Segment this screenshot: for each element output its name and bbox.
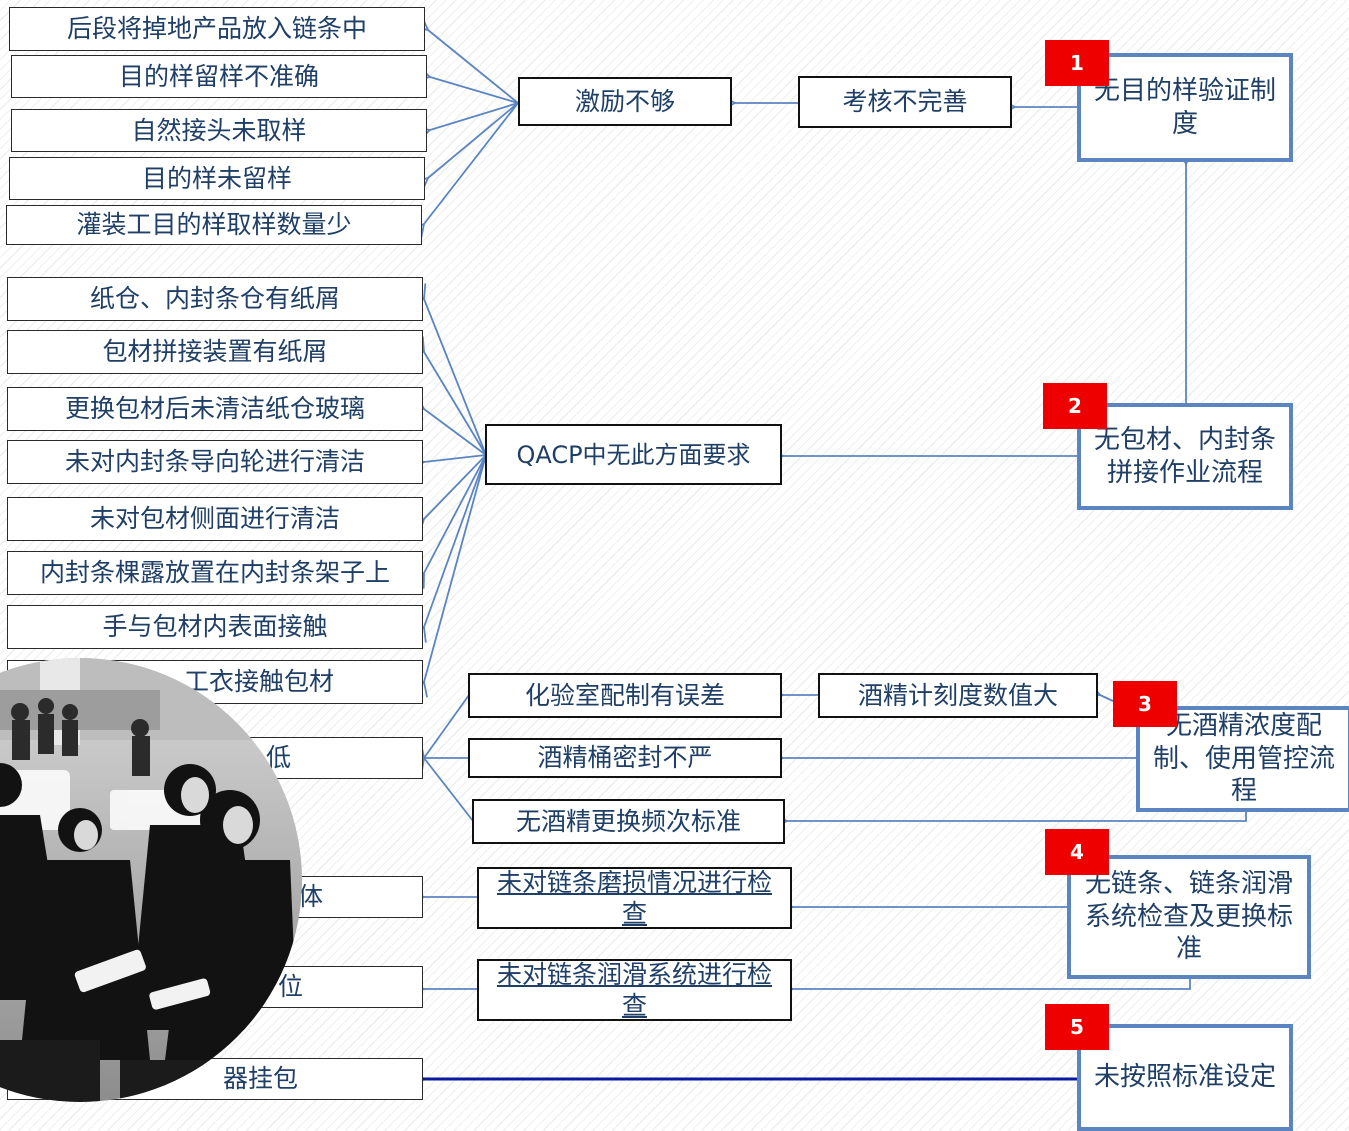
badge-5: 5 xyxy=(1045,1004,1109,1050)
g2-leaf-7: 手与包材内表面接触 xyxy=(7,605,423,649)
g2-root: 无包材、内封条拼接作业流程 xyxy=(1077,403,1293,510)
g1-leaf-1: 后段将掉地产品放入链条中 xyxy=(9,7,425,51)
g3-mid-seal: 酒精桶密封不严 xyxy=(468,738,782,778)
arrow-g2-leaf-5 xyxy=(424,454,487,519)
arrow-g4-root-2 xyxy=(793,979,1191,989)
arrow-g2-leaf-7 xyxy=(424,454,487,627)
g1-leaf-5: 灌装工目的样取样数量少 xyxy=(6,205,422,245)
arrow-g1-leaf-1 xyxy=(428,30,519,104)
g3-mid-frequency: 无酒精更换频次标准 xyxy=(472,799,785,844)
g1-leaf-2: 目的样留样不准确 xyxy=(11,55,427,98)
badge-3: 3 xyxy=(1113,681,1177,727)
g2-leaf-4: 未对内封条导向轮进行清洁 xyxy=(7,440,423,484)
g3-mid-alcohol-meter: 酒精计刻度数值大 xyxy=(818,673,1098,718)
g1-leaf-4: 目的样未留样 xyxy=(9,157,425,200)
g1-mid-incentive: 激励不够 xyxy=(518,77,732,126)
g1-mid-assessment: 考核不完善 xyxy=(798,76,1012,128)
g4-mid-wear: 未对链条磨损情况进行检查 xyxy=(477,867,792,929)
g5-root: 未按照标准设定 xyxy=(1077,1024,1293,1131)
meeting-photo xyxy=(0,658,302,1102)
g4-root: 无链条、链条润滑系统检查及更换标准 xyxy=(1067,855,1311,979)
badge-1: 1 xyxy=(1045,40,1109,86)
badge-2: 2 xyxy=(1043,383,1107,429)
g1-leaf-3: 自然接头未取样 xyxy=(11,109,427,152)
g1-root: 无目的样验证制度 xyxy=(1077,53,1293,162)
g2-leaf-5: 未对包材侧面进行清洁 xyxy=(7,497,423,541)
g4-leaf-2-text: 位 xyxy=(278,972,304,1002)
arrow-g3-mid-1 xyxy=(424,694,470,758)
g5-leaf-text: 器挂包 xyxy=(223,1064,299,1094)
arrow-g2-leaf-8 xyxy=(424,454,487,682)
g4-mid-lubrication: 未对链条润滑系统进行检查 xyxy=(477,959,792,1021)
arrow-g1-leaf-5 xyxy=(424,102,519,224)
arrow-g1-leaf-2 xyxy=(430,77,519,104)
badge-4: 4 xyxy=(1045,829,1109,875)
arrow-g1-leaf-4 xyxy=(428,102,519,178)
arrow-g2-leaf-3 xyxy=(424,409,487,456)
g3-mid-lab: 化验室配制有误差 xyxy=(468,673,782,718)
g2-leaf-3: 更换包材后未清洁纸仓玻璃 xyxy=(7,387,423,431)
g4-leaf-1-text: 体 xyxy=(298,882,324,912)
g2-leaf-8-text: 工衣接触包材 xyxy=(183,667,334,697)
arrow-g2-leaf-2 xyxy=(424,352,487,456)
arrow-g2-leaf-1 xyxy=(424,299,487,456)
g2-leaf-6: 内封条棵露放置在内封条架子上 xyxy=(7,551,423,595)
arrow-g2-leaf-4 xyxy=(424,454,487,462)
g2-mid-qacp: QACP中无此方面要求 xyxy=(485,424,782,485)
arrow-g2-leaf-6 xyxy=(424,454,487,573)
arrow-g3-mid-3 xyxy=(424,758,474,822)
arrow-g3-root-3 xyxy=(787,811,1247,821)
arrow-g1-leaf-3 xyxy=(430,102,519,130)
g2-leaf-2: 包材拼接装置有纸屑 xyxy=(7,330,423,374)
g2-leaf-1: 纸仓、内封条仓有纸屑 xyxy=(7,277,423,321)
